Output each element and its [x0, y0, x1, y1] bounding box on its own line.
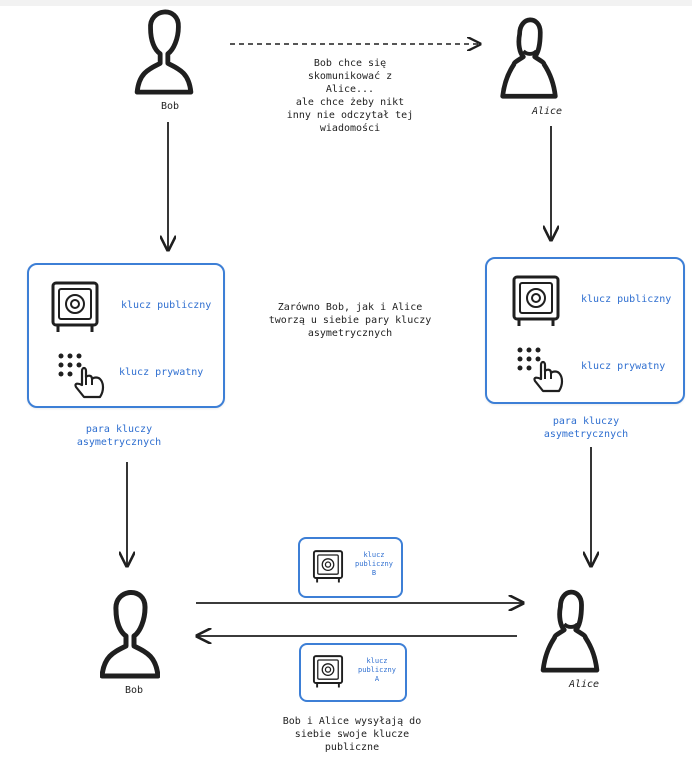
- keypair-note: Zarówno Bob, jak i Alice tworzą u siebie…: [268, 302, 432, 339]
- keypad-hand-icon: [515, 345, 565, 395]
- alice-public-key-label: klucz publiczny: [581, 294, 672, 305]
- public-key-a-card: klucz publiczny A: [299, 643, 407, 702]
- alice-top-icon: [503, 20, 556, 96]
- alice-keypair-card: klucz publiczny klucz prywatny: [485, 257, 685, 404]
- safe-icon: [511, 274, 561, 328]
- alice-bottom-label: Alice: [568, 679, 600, 690]
- safe-icon: [50, 280, 100, 334]
- bob-top-label: Bob: [160, 101, 180, 112]
- keypad-hand-icon: [56, 351, 106, 401]
- alice-private-key-label: klucz prywatny: [581, 361, 666, 372]
- bob-bottom-label: Bob: [124, 685, 144, 696]
- public-key-a-label: klucz publiczny A: [358, 657, 396, 683]
- safe-icon: [312, 654, 344, 689]
- bob-top-icon: [137, 12, 191, 92]
- public-key-b-label: klucz publiczny B: [355, 551, 393, 577]
- alice-top-label: Alice: [531, 106, 563, 117]
- top-strip: [0, 0, 692, 6]
- alice-bottom-icon: [543, 592, 597, 670]
- bob-keypair-card: klucz publiczny klucz prywatny: [27, 263, 225, 408]
- bob-bottom-icon: [102, 592, 158, 676]
- safe-icon: [312, 549, 344, 584]
- exchange-note: Bob i Alice wysyłają do siebie swoje klu…: [282, 716, 422, 753]
- intro-message: Bob chce się skomunikować z Alice... ale…: [286, 58, 414, 134]
- alice-keypair-caption: para kluczy asymetrycznych: [543, 416, 629, 440]
- public-key-b-card: klucz publiczny B: [298, 537, 403, 598]
- bob-public-key-label: klucz publiczny: [121, 300, 212, 311]
- bob-private-key-label: klucz prywatny: [119, 367, 204, 378]
- bob-keypair-caption: para kluczy asymetrycznych: [76, 424, 162, 448]
